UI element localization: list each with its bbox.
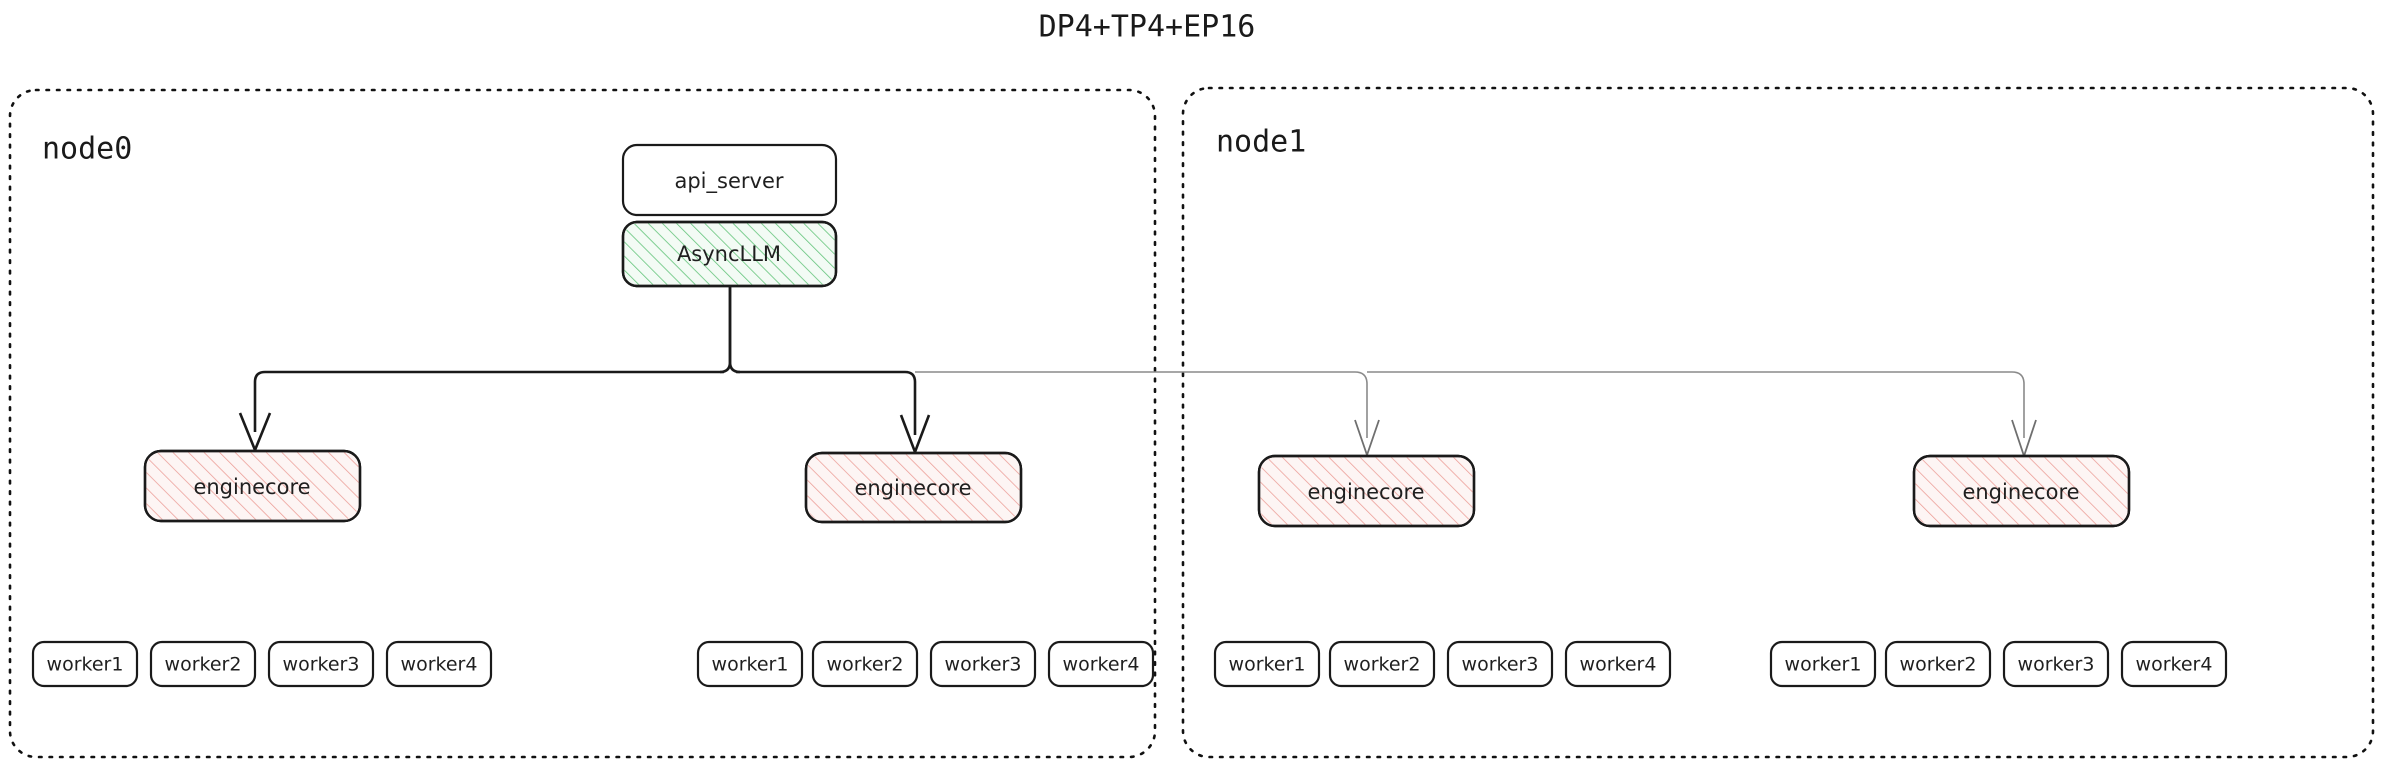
worker-box-2-1[interactable] — [1328, 640, 1436, 688]
enginecore-outline-2 — [1257, 454, 1476, 528]
worker-group-0: worker1 worker2 worker3 worker4 — [31, 640, 493, 688]
worker-group-3: worker1 worker2 worker3 worker4 — [1769, 640, 2228, 688]
worker-label-2-2: worker3 — [1462, 654, 1539, 676]
enginecore-label-2: enginecore — [1307, 480, 1424, 504]
worker-label-3-2: worker3 — [2018, 654, 2095, 676]
worker-box-3-2[interactable] — [2002, 640, 2110, 688]
enginecore-hatch-2 — [1260, 457, 1473, 525]
enginecore-hatch-1 — [807, 454, 1020, 521]
node1-container — [1181, 86, 2375, 759]
worker-label-1-0: worker1 — [712, 654, 789, 676]
worker-box-0-2[interactable] — [267, 640, 375, 688]
worker-box-3-1[interactable] — [1884, 640, 1992, 688]
worker-label-0-0: worker1 — [47, 654, 124, 676]
connector-bus-to-ec1 — [736, 370, 917, 435]
connector-asyncllm-stem-left — [719, 285, 732, 374]
worker-box-2-3[interactable] — [1564, 640, 1672, 688]
enginecore-hatch-0 — [146, 452, 359, 520]
worker-group-2: worker1 worker2 worker3 worker4 — [1213, 640, 1672, 688]
api-server-box[interactable] — [621, 143, 838, 217]
node1-label: node1 — [1216, 125, 1306, 160]
enginecore-outline-1 — [804, 451, 1023, 524]
connector-asyncllm-stem-right — [728, 285, 741, 374]
worker-box-0-3[interactable] — [385, 640, 493, 688]
worker-box-2-2[interactable] — [1446, 640, 1554, 688]
worker-box-0-1[interactable] — [149, 640, 257, 688]
enginecore-hatch-3 — [1915, 457, 2128, 525]
enginecore-outline-0 — [143, 449, 362, 523]
enginecore-label-3: enginecore — [1962, 480, 2079, 504]
asyncllm-outline — [621, 220, 838, 288]
connector-bus-to-ec3 — [1367, 371, 2025, 438]
worker-group-1: worker1 worker2 worker3 worker4 — [696, 640, 1155, 688]
worker-box-1-1[interactable] — [811, 640, 919, 688]
worker-box-1-0[interactable] — [696, 640, 804, 688]
enginecore-label-0: enginecore — [193, 475, 310, 499]
api-server-label: api_server — [674, 169, 783, 194]
worker-label-3-0: worker1 — [1785, 654, 1862, 676]
worker-box-0-0[interactable] — [31, 640, 139, 688]
asyncllm-label: AsyncLLM — [677, 242, 781, 266]
worker-box-1-2[interactable] — [929, 640, 1037, 688]
worker-label-2-1: worker2 — [1344, 654, 1421, 676]
asyncllm-hatch — [624, 223, 835, 285]
worker-label-2-3: worker4 — [1580, 654, 1657, 676]
worker-box-2-0[interactable] — [1213, 640, 1321, 688]
worker-label-3-3: worker4 — [2136, 654, 2213, 676]
enginecore-outline-3 — [1912, 454, 2131, 528]
worker-label-0-3: worker4 — [401, 654, 478, 676]
worker-box-1-3[interactable] — [1047, 640, 1155, 688]
connector-bus-to-ec0 — [253, 370, 724, 432]
page-title: DP4+TP4+EP16 — [1039, 10, 1256, 45]
enginecore-label-1: enginecore — [854, 476, 971, 500]
worker-box-3-3[interactable] — [2120, 640, 2228, 688]
worker-label-1-2: worker3 — [945, 654, 1022, 676]
worker-label-3-1: worker2 — [1900, 654, 1977, 676]
worker-label-0-2: worker3 — [283, 654, 360, 676]
worker-label-2-0: worker1 — [1229, 654, 1306, 676]
connector-bus-to-ec2 — [915, 371, 1368, 438]
node0-container — [8, 88, 1157, 759]
worker-label-0-1: worker2 — [165, 654, 242, 676]
worker-label-1-1: worker2 — [827, 654, 904, 676]
node0-label: node0 — [42, 132, 132, 167]
worker-label-1-3: worker4 — [1063, 654, 1140, 676]
worker-box-3-0[interactable] — [1769, 640, 1877, 688]
